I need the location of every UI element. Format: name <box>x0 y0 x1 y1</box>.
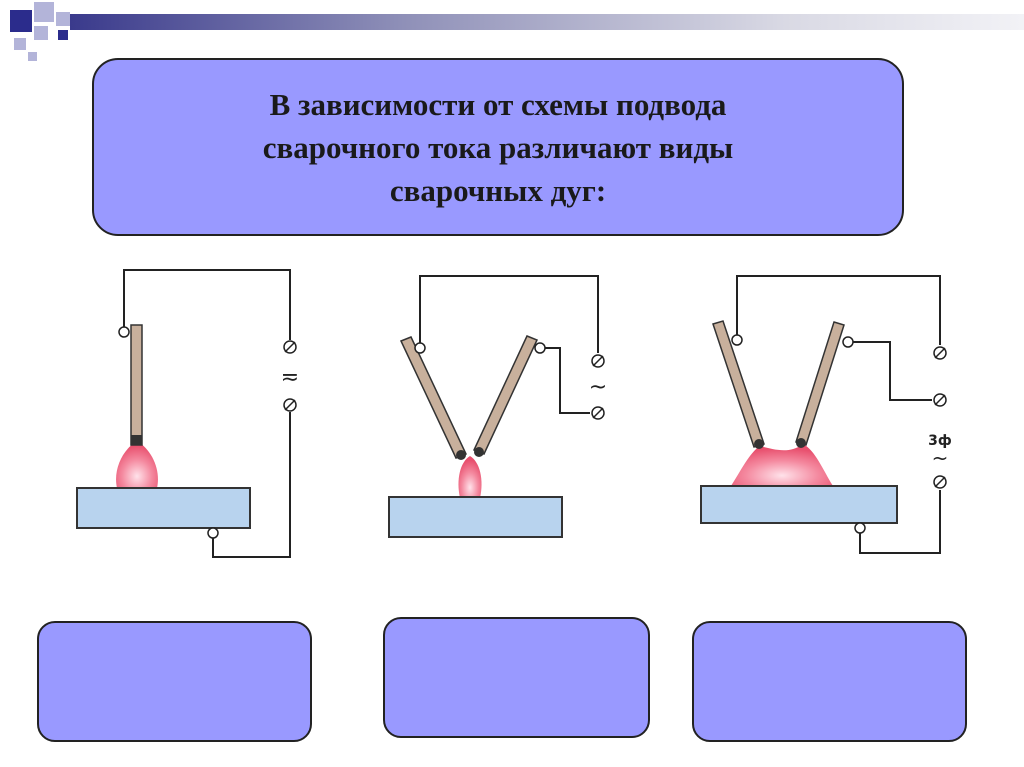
contact-point <box>534 342 546 354</box>
electrode-left <box>399 336 468 459</box>
terminal-icon <box>283 398 297 412</box>
header-square-light <box>34 26 48 40</box>
wire-top <box>123 269 291 340</box>
header-square-dark <box>58 30 68 40</box>
header-square-light <box>56 12 70 26</box>
electrode-right <box>795 321 845 446</box>
header-square-dark <box>10 10 32 32</box>
answer-box-indirect <box>383 617 650 738</box>
phase-label: 3ф <box>928 433 952 449</box>
arc-flame <box>116 441 158 488</box>
contact-point <box>842 336 854 348</box>
current-symbol: ~ <box>589 375 607 400</box>
arc-flame <box>458 456 482 498</box>
diagram-indirect-arc: ~ <box>388 275 607 538</box>
header-square-light <box>14 38 26 50</box>
electrode-tip <box>754 439 764 449</box>
current-symbol: ~ <box>932 446 949 470</box>
arc-flame <box>731 444 833 486</box>
electrode <box>130 324 143 446</box>
workpiece-plate <box>388 496 563 538</box>
diagram-three-phase-arc: 3ф ~ <box>700 275 952 554</box>
electrode-tip <box>474 447 484 457</box>
wire-top <box>736 275 941 345</box>
header-square-light <box>28 52 37 61</box>
contact-point <box>414 342 426 354</box>
wire-bottom <box>212 412 291 558</box>
contact-point <box>207 527 219 539</box>
electrode-right <box>472 335 539 455</box>
diagram-direct-arc: ≂ <box>76 269 299 558</box>
contact-point <box>731 334 743 346</box>
wire-bottom <box>859 490 941 554</box>
wire-middle <box>848 341 932 401</box>
answer-box-three-phase <box>692 621 967 742</box>
terminal-icon <box>283 340 297 354</box>
current-symbol: ≂ <box>281 365 299 390</box>
workpiece-plate <box>700 485 898 524</box>
wire-side <box>540 347 590 414</box>
terminal-icon <box>933 475 947 489</box>
terminal-icon <box>933 346 947 360</box>
electrode-tip <box>796 438 806 448</box>
terminal-icon <box>933 393 947 407</box>
wire-top <box>419 275 599 353</box>
workpiece-plate <box>76 487 251 529</box>
contact-point <box>854 522 866 534</box>
terminal-icon <box>591 406 605 420</box>
contact-point <box>118 326 130 338</box>
header-square-light <box>34 2 54 22</box>
terminal-icon <box>591 354 605 368</box>
electrode-tip <box>456 450 466 460</box>
answer-box-direct <box>37 621 312 742</box>
electrode-tip <box>131 435 142 445</box>
slide-header-bar <box>70 14 1024 30</box>
title-text: В зависимости от схемы подвода сварочног… <box>262 86 734 208</box>
title-box: В зависимости от схемы подвода сварочног… <box>92 58 904 236</box>
